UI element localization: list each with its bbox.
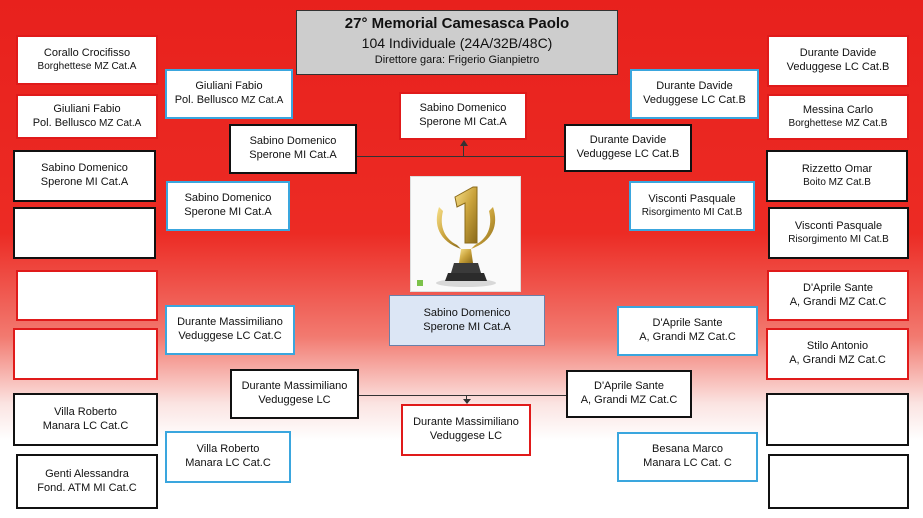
player-club: Veduggese LC Cat.B	[576, 148, 680, 160]
bracket-slot-left-r2-4: Villa Roberto Manara LC Cat.C	[165, 431, 291, 483]
player-name: Sabino Domenico	[184, 192, 272, 205]
race-director: Direttore gara: Frigerio Gianpietro	[374, 54, 540, 66]
bracket-slot-right-r2-3: D'Aprile Sante A, Grandi MZ Cat.C	[617, 306, 758, 356]
player-club: Boito MZ Cat.B	[803, 176, 871, 188]
player-name: Villa Roberto	[54, 405, 117, 418]
finalist-top: Sabino Domenico Sperone MI Cat.A	[399, 92, 527, 140]
bracket-slot-right-r2-2: Visconti Pasquale Risorgimento MI Cat.B	[629, 181, 755, 231]
champion-club: Sperone MI Cat.A	[423, 320, 511, 333]
player-name: D'Aprile Sante	[594, 380, 664, 393]
player-name: Durante Davide	[656, 80, 733, 93]
player-name: Sabino Domenico	[41, 162, 128, 175]
bracket-slot-left-r2-3: Durante Massimiliano Veduggese LC Cat.C	[165, 305, 295, 355]
bracket-slot-right-r1-8	[768, 454, 909, 509]
player-club: Risorgimento MI Cat.B	[641, 206, 743, 218]
tournament-subtitle: 104 Individuale (24A/32B/48C)	[361, 35, 553, 51]
tournament-title: 27° Memorial Camesasca Paolo	[344, 15, 570, 32]
player-category: MZ Cat.A	[238, 95, 284, 106]
player-club: Manara LC Cat.C	[42, 419, 129, 432]
player-club: Sperone MI Cat.A	[40, 176, 129, 188]
bracket-slot-right-r1-1: Durante Davide Veduggese LC Cat.B	[767, 35, 909, 87]
player-name: Giuliani Fabio	[53, 102, 121, 115]
player-name: Giuliani Fabio	[195, 80, 263, 93]
player-club: Sperone MI Cat.A	[419, 116, 507, 128]
player-club: Veduggese LC Cat.B	[643, 94, 746, 106]
bracket-slot-left-r1-3: Sabino Domenico Sperone MI Cat.A	[13, 150, 156, 202]
player-name: Durante Massimiliano	[177, 316, 283, 329]
player-club: A, Grandi MZ Cat.C	[580, 394, 678, 406]
player-club: Manara LC Cat. C	[643, 457, 732, 469]
bracket-slot-left-r2-1: Giuliani Fabio Pol. Bellusco MZ Cat.A	[165, 69, 293, 119]
player-category: MZ Cat.A	[96, 117, 142, 129]
player-club: Risorgimento MI Cat.B	[788, 233, 889, 245]
bracket-slot-left-r1-7: Villa Roberto Manara LC Cat.C	[13, 393, 158, 446]
bracket-slot-left-r1-2: Giuliani Fabio Pol. Bellusco MZ Cat.A	[16, 94, 158, 139]
connector-bottom-stem	[466, 395, 467, 400]
bracket-slot-right-r1-7	[766, 393, 909, 446]
tournament-header: 27° Memorial Camesasca Paolo 104 Individ…	[296, 10, 618, 75]
player-name: Corallo Crocifisso	[43, 46, 131, 59]
player-name: Stilo Antonio	[806, 340, 869, 353]
bracket-slot-right-r1-5: D'Aprile Sante A, Grandi MZ Cat.C	[767, 270, 909, 321]
player-name: Messina Carlo	[802, 103, 874, 116]
player-name: Visconti Pasquale	[648, 192, 736, 205]
bracket-slot-right-r1-2: Messina Carlo Borghettese MZ Cat.B	[767, 94, 909, 140]
player-club: Fond. ATM MI Cat.C	[37, 481, 137, 494]
connector-top-stem	[463, 145, 464, 156]
player-name: Genti Alessandra	[45, 467, 129, 480]
finalist-bottom: Durante Massimiliano Veduggese LC	[401, 404, 531, 456]
connector-top	[357, 156, 564, 157]
bracket-slot-right-r2-1: Durante Davide Veduggese LC Cat.B	[630, 69, 759, 119]
connector-bottom	[359, 395, 566, 396]
player-club: Sperone MI Cat.A	[184, 206, 272, 218]
player-name: Besana Marco	[652, 443, 723, 456]
player-name: Durante Davide	[799, 47, 877, 60]
player-club: Pol. Bellusco	[32, 116, 97, 129]
player-name: D'Aprile Sante	[652, 317, 723, 330]
bracket-slot-left-r1-8: Genti Alessandra Fond. ATM MI Cat.C	[16, 454, 158, 509]
bracket-slot-left-r1-1: Corallo Crocifisso Borghettese MZ Cat.A	[16, 35, 158, 85]
player-club: Veduggese LC Cat.B	[786, 61, 890, 73]
bracket-slot-right-r2-4: Besana Marco Manara LC Cat. C	[617, 432, 758, 482]
player-club: Manara LC Cat.C	[185, 457, 271, 469]
player-name: Durante Massimiliano	[413, 416, 519, 429]
player-club: A, Grandi MZ Cat.C	[639, 331, 736, 343]
bracket-slot-left-r1-6	[13, 328, 158, 380]
number-one-trophy-icon	[410, 176, 521, 292]
player-name: Sabino Domenico	[249, 135, 337, 148]
player-club: Veduggese LC	[258, 394, 331, 406]
champion-box: Sabino Domenico Sperone MI Cat.A	[389, 295, 545, 346]
player-name: Sabino Domenico	[419, 102, 507, 115]
bracket-slot-left-r1-4	[13, 207, 156, 259]
bracket-slot-right-r3-2: D'Aprile Sante A, Grandi MZ Cat.C	[566, 370, 692, 418]
bracket-slot-right-r1-3: Rizzetto Omar Boito MZ Cat.B	[766, 150, 908, 202]
bracket-slot-left-r3-1: Sabino Domenico Sperone MI Cat.A	[229, 124, 357, 174]
champion-name: Sabino Domenico	[423, 306, 511, 319]
player-name: Visconti Pasquale	[794, 219, 883, 232]
player-club: Borghettese MZ Cat.B	[788, 117, 888, 129]
player-name: Durante Davide	[589, 134, 667, 147]
trophy-graphic	[417, 186, 496, 287]
player-name: Villa Roberto	[196, 443, 260, 456]
player-club: Borghettese MZ Cat.A	[37, 60, 137, 72]
player-club: Veduggese LC	[429, 430, 503, 442]
player-club: A, Grandi MZ Cat.C	[789, 354, 886, 366]
player-club: Sperone MI Cat.A	[249, 149, 337, 161]
bracket-slot-left-r1-5	[16, 270, 158, 321]
bracket-slot-right-r3-1: Durante Davide Veduggese LC Cat.B	[564, 124, 692, 172]
player-name: Durante Massimiliano	[241, 380, 348, 393]
bracket-slot-right-r1-4: Visconti Pasquale Risorgimento MI Cat.B	[768, 207, 909, 259]
arrow-up-icon	[460, 140, 468, 146]
bracket-slot-left-r2-2: Sabino Domenico Sperone MI Cat.A	[166, 181, 290, 231]
arrow-down-icon	[463, 399, 471, 404]
player-name: Rizzetto Omar	[801, 162, 873, 175]
player-club: Veduggese LC Cat.C	[178, 330, 282, 342]
player-name: D'Aprile Sante	[803, 281, 873, 294]
player-club: A, Grandi MZ Cat.C	[789, 295, 887, 308]
bracket-slot-left-r3-2: Durante Massimiliano Veduggese LC	[230, 369, 359, 419]
bracket-slot-right-r1-6: Stilo Antonio A, Grandi MZ Cat.C	[766, 328, 909, 380]
player-club: Pol. Bellusco	[174, 94, 239, 106]
